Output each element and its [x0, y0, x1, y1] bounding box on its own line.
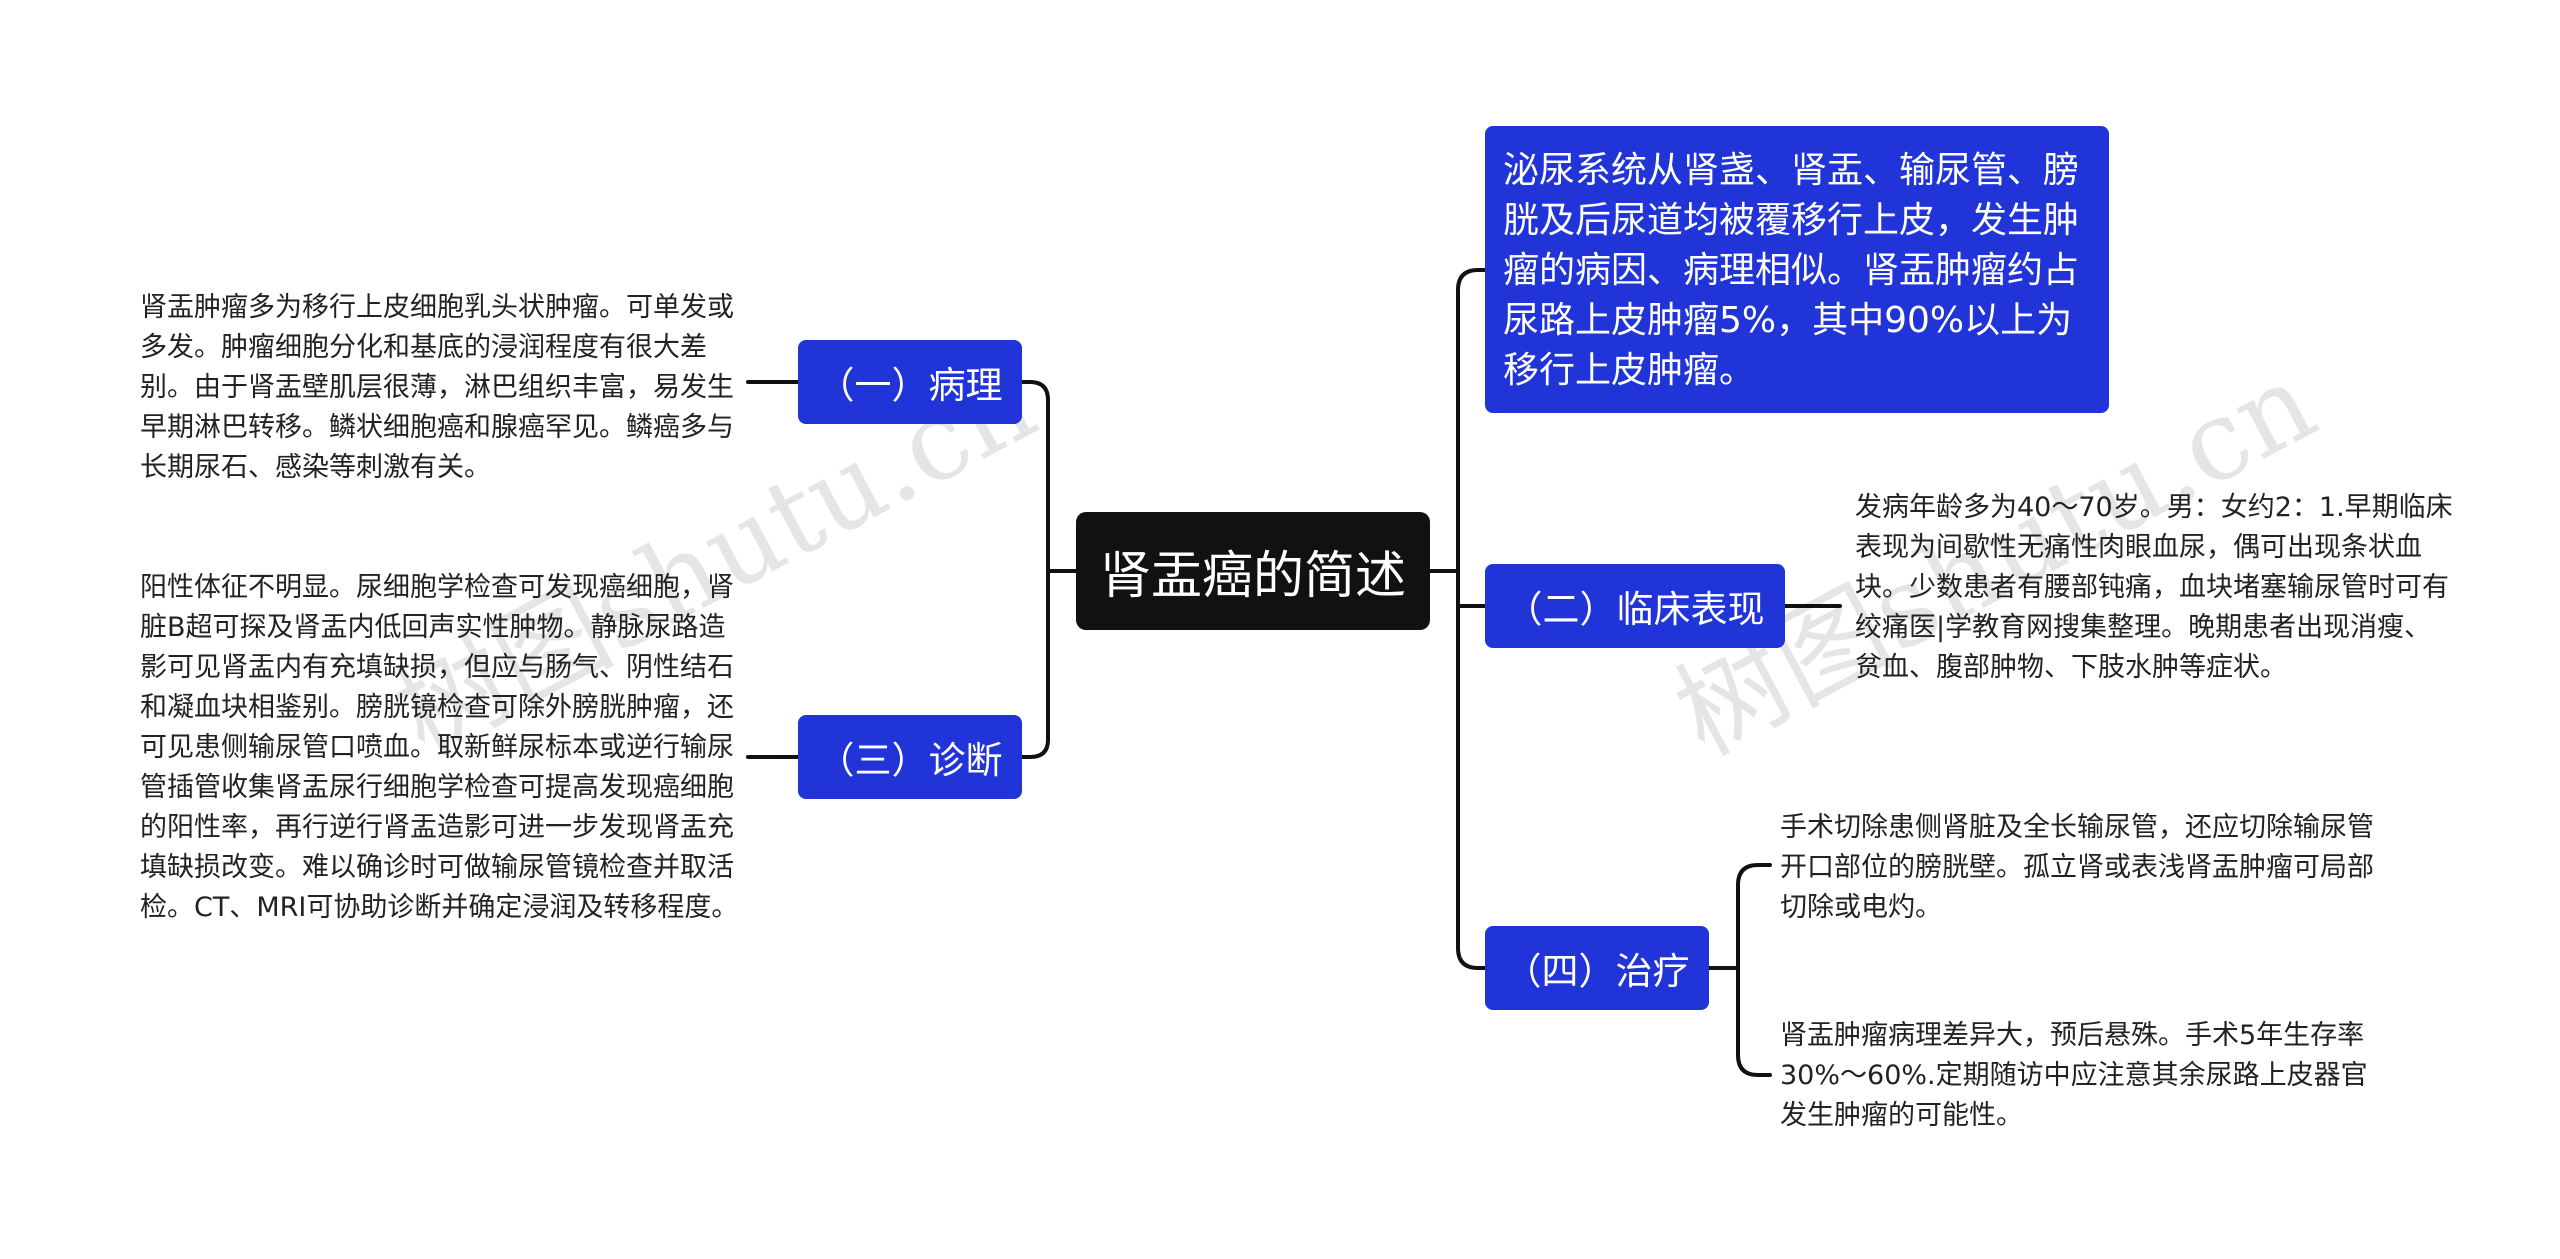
connector-treatment-a	[1736, 863, 1772, 887]
diagnosis-text[interactable]: 阳性体征不明显。尿细胞学检查可发现癌细胞，肾脏B超可探及肾盂内低回声实性肿物。静…	[140, 572, 739, 923]
branch-pathology[interactable]: （一）病理	[798, 340, 1022, 424]
treatment-text-prognosis[interactable]: 肾盂肿瘤病理差异大，预后悬殊。手术5年生存率30%～60%.定期随访中应注意其余…	[1780, 1020, 2368, 1131]
connector-treatment-b	[1736, 1053, 1772, 1077]
connector-treatment	[1456, 946, 1487, 970]
branch-treatment[interactable]: （四）治疗	[1485, 926, 1709, 1010]
intro-node[interactable]: 泌尿系统从肾盏、肾盂、输尿管、膀胱及后尿道均被覆移行上皮，发生肿瘤的病因、病理相…	[1485, 126, 2109, 413]
connector-diagnosis	[1020, 738, 1050, 759]
root-node[interactable]: 肾盂癌的简述	[1076, 512, 1430, 630]
pathology-text[interactable]: 肾盂肿瘤多为移行上皮细胞乳头状肿瘤。可单发或多发。肿瘤细胞分化和基底的浸润程度有…	[140, 292, 734, 483]
connector-intro	[1456, 268, 1487, 292]
treatment-text-surgery[interactable]: 手术切除患侧肾脏及全长输尿管，还应切除输尿管开口部位的膀胱壁。孤立肾或表浅肾盂肿…	[1780, 812, 2374, 923]
connector-pathology	[1020, 380, 1050, 402]
branch-diagnosis[interactable]: （三）诊断	[798, 715, 1022, 799]
clinical-text[interactable]: 发病年龄多为40～70岁。男：女约2：1.早期临床表现为间歇性无痛性肉眼血尿，偶…	[1855, 492, 2453, 683]
branch-clinical[interactable]: （二）临床表现	[1485, 564, 1785, 648]
